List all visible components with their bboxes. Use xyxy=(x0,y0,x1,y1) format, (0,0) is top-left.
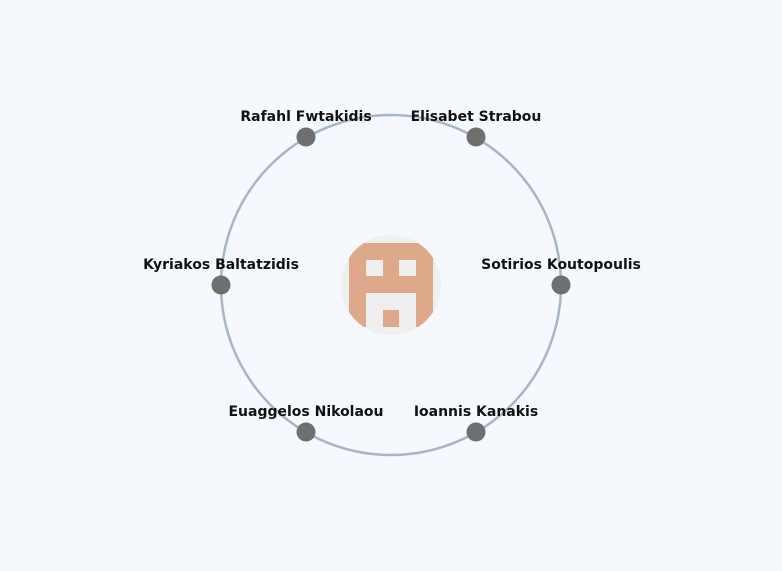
member-label-elisabet-strabou: Elisabet Strabou xyxy=(410,109,542,125)
center-avatar[interactable] xyxy=(341,235,441,335)
member-nodes xyxy=(211,127,571,442)
member-label-sotirios-koutopoulis: Sotirios Koutopoulis xyxy=(481,257,641,273)
identicon-avatar-icon xyxy=(349,243,433,327)
member-node-4[interactable] xyxy=(551,275,571,295)
member-label-ioannis-kanakis: Ioannis Kanakis xyxy=(413,404,539,420)
member-node-2[interactable] xyxy=(466,127,486,147)
member-node-6[interactable] xyxy=(466,422,486,442)
member-label-kyriakos-baltatzidis: Kyriakos Baltatzidis xyxy=(143,257,299,273)
member-label-rafahl-fwtakidis: Rafahl Fwtakidis xyxy=(240,109,372,125)
member-node-3[interactable] xyxy=(211,275,231,295)
member-label-euaggelos-nikolaou: Euaggelos Nikolaou xyxy=(228,404,384,420)
member-node-1[interactable] xyxy=(296,127,316,147)
member-node-5[interactable] xyxy=(296,422,316,442)
